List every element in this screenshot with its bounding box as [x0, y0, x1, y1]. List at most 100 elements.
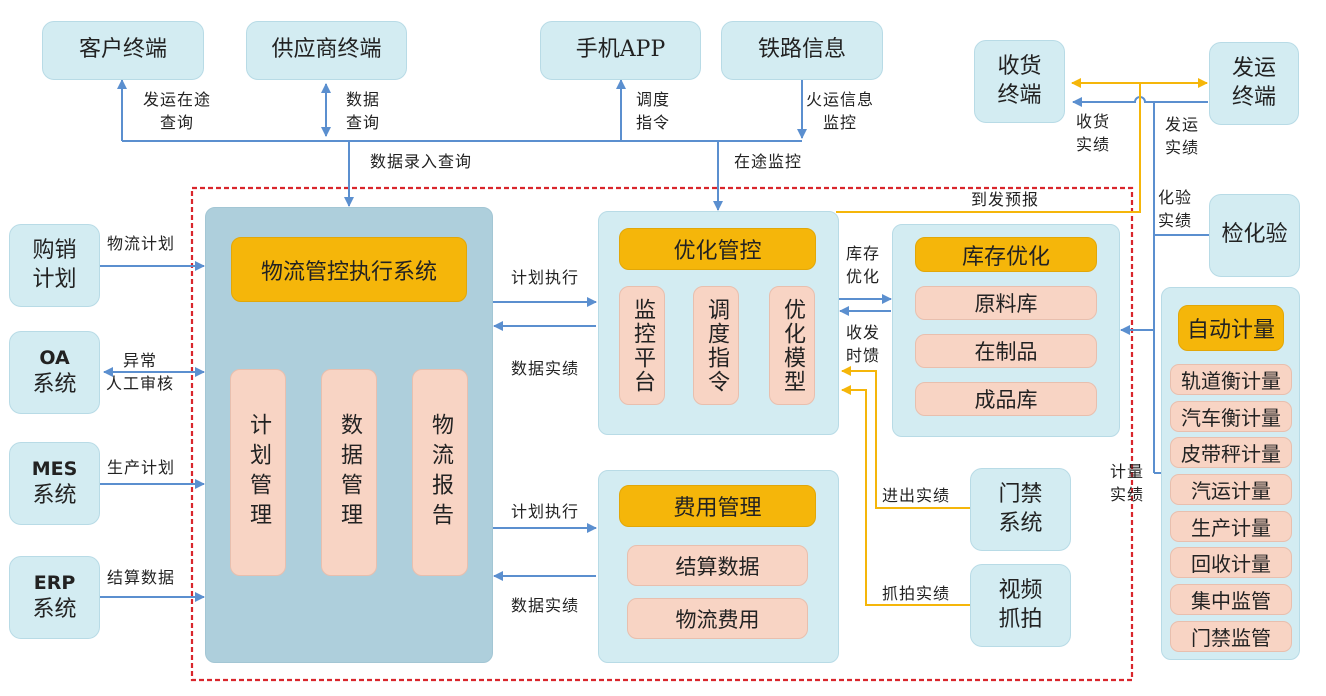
auto-metering-title: 自动计量 [1178, 305, 1284, 351]
logistics-cost-item-label: 物流费用 [675, 607, 760, 632]
label-line: 收发 [846, 323, 881, 342]
mobile-app[interactable]: 手机APP [540, 21, 701, 80]
inspection-box[interactable]: 检化验 [1209, 194, 1300, 277]
finished-goods-warehouse-label: 成品库 [974, 388, 1038, 412]
optimization-control-title: 优化管控 [619, 228, 816, 270]
cost-management-title-text: 费用管理 [673, 496, 762, 521]
metering-item-label: 门禁监管 [1191, 626, 1271, 650]
label-data-query: 数据查询 [346, 88, 380, 134]
label-data-results-2: 数据实绩 [511, 596, 580, 615]
module-logistics-report[interactable]: 物流报告 [412, 369, 468, 576]
label-arrival-departure-forecast: 到发预报 [971, 190, 1040, 209]
label-line: 优化 [846, 267, 881, 287]
label-rail-shipping-monitor: 火运信息监控 [806, 88, 874, 134]
supplier-terminal-label: 供应商终端 [271, 37, 382, 63]
capture-results-line [841, 385, 970, 606]
metering-item-label: 汽运计量 [1191, 479, 1271, 503]
label-line: 计量 [1110, 462, 1145, 481]
metering-item[interactable]: 回收计量 [1170, 547, 1292, 578]
core-system-title-text: 物流管控执行系统 [260, 259, 437, 285]
label-line: 火运信息 [806, 90, 875, 109]
entry-exit-results-line [841, 366, 970, 509]
work-in-progress[interactable]: 在制品 [915, 334, 1097, 368]
label-line: 实绩 [1165, 138, 1200, 158]
logistics-cost-item[interactable]: 物流费用 [627, 598, 808, 639]
cost-management-title: 费用管理 [619, 485, 816, 527]
label-line: 人工审核 [106, 374, 175, 394]
mobile-app-label: 手机APP [575, 37, 666, 63]
metering-item-label: 汽车衡计量 [1181, 406, 1281, 430]
railway-info[interactable]: 铁路信息 [721, 21, 883, 80]
label-line: 数据 [346, 90, 381, 109]
label-line: 查询 [346, 113, 381, 133]
label-line: 查询 [160, 113, 195, 133]
label-receiving-results: 收货实绩 [1076, 110, 1110, 156]
core-system-title: 物流管控执行系统 [231, 237, 467, 302]
video-capture-line1: 视频 [998, 577, 1043, 603]
label-plan-execution-2: 计划执行 [511, 502, 580, 521]
erp-system-line2: 系统 [32, 596, 77, 622]
label-dispatch-command: 调度指令 [636, 88, 670, 134]
access-control-system[interactable]: 门禁系统 [970, 468, 1071, 551]
metering-item[interactable]: 汽车衡计量 [1170, 401, 1292, 432]
inventory-optimization-title: 库存优化 [915, 237, 1097, 272]
inspection-label: 检化验 [1221, 222, 1288, 248]
label-inventory-optimize: 库存优化 [846, 242, 880, 288]
label-line: 实绩 [1158, 211, 1193, 231]
label-exception-manual-review: 异常人工审核 [106, 349, 174, 395]
label-line: 发运在途 [143, 90, 212, 109]
shipping-terminal-line1: 发运 [1231, 55, 1276, 81]
shipping-terminal[interactable]: 发运终端 [1209, 42, 1299, 125]
system-boundary [190, 186, 1134, 682]
metering-item[interactable]: 汽运计量 [1170, 474, 1292, 505]
metering-item[interactable]: 集中监管 [1170, 584, 1292, 615]
metering-item[interactable]: 皮带秤计量 [1170, 437, 1292, 468]
settlement-data-item[interactable]: 结算数据 [627, 545, 808, 586]
finished-goods-warehouse[interactable]: 成品库 [915, 382, 1097, 416]
access-control-line1: 门禁 [998, 481, 1043, 507]
label-line: 监控 [823, 113, 858, 133]
auto-metering-title-text: 自动计量 [1186, 318, 1275, 343]
metering-item-label: 轨道衡计量 [1181, 369, 1281, 393]
raw-material-warehouse[interactable]: 原料库 [915, 286, 1097, 320]
label-entry-exit-results: 进出实绩 [882, 486, 951, 505]
video-capture[interactable]: 视频抓拍 [970, 564, 1071, 647]
module-data-management[interactable]: 数据管理 [321, 369, 377, 576]
label-line: 调度 [636, 90, 671, 109]
supplier-terminal[interactable]: 供应商终端 [246, 21, 407, 80]
customer-terminal[interactable]: 客户终端 [42, 21, 204, 80]
label-data-entry-query: 数据录入查询 [370, 152, 473, 171]
purchase-sales-plan-line2: 计划 [32, 266, 77, 292]
module-optimization-model[interactable]: 优化模型 [769, 286, 815, 405]
label-send-receive-feedback: 收发时馈 [846, 321, 880, 367]
purchase-sales-plan-line1: 购销 [32, 237, 77, 263]
label-line: 时馈 [846, 346, 881, 366]
metering-item[interactable]: 生产计量 [1170, 511, 1292, 542]
module-monitoring-platform[interactable]: 监控平台 [619, 286, 665, 405]
label-line: 库存 [846, 244, 881, 263]
erp-system-line1: ERP [33, 571, 76, 594]
label-line: 实绩 [1076, 135, 1111, 155]
mes-system-line1: MES [31, 457, 78, 480]
metering-item-label: 皮带秤计量 [1181, 442, 1281, 466]
metering-item[interactable]: 轨道衡计量 [1170, 364, 1292, 395]
receiving-terminal-line2: 终端 [997, 82, 1042, 108]
work-in-progress-label: 在制品 [974, 340, 1038, 364]
purchase-sales-plan[interactable]: 购销计划 [9, 224, 100, 307]
mes-system-line2: 系统 [32, 482, 77, 508]
inventory-optimization-title-text: 库存优化 [961, 244, 1050, 270]
metering-item[interactable]: 门禁监管 [1170, 621, 1292, 652]
receiving-terminal-line1: 收货 [997, 53, 1042, 79]
metering-item-label: 集中监管 [1191, 589, 1271, 613]
module-dispatch-command[interactable]: 调度指令 [693, 286, 739, 405]
label-inspection-results: 化验实绩 [1158, 186, 1192, 232]
video-capture-line2: 抓拍 [998, 606, 1043, 632]
receiving-terminal[interactable]: 收货终端 [974, 40, 1065, 123]
module-plan-management[interactable]: 计划管理 [230, 369, 286, 576]
raw-material-warehouse-label: 原料库 [974, 292, 1038, 316]
metering-item-label: 生产计量 [1191, 516, 1271, 540]
